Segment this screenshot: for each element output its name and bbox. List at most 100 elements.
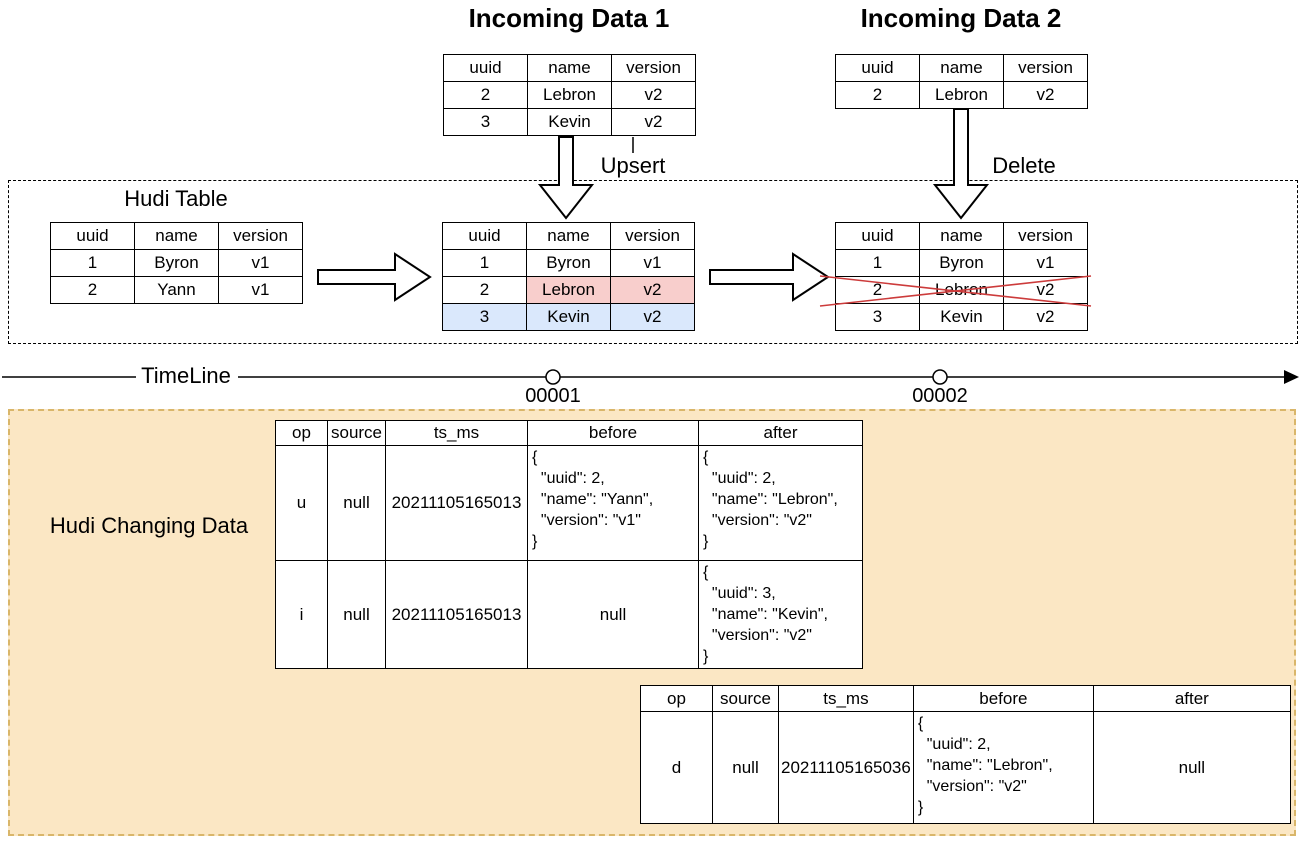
table-cell: { "uuid": 2, "name": "Lebron", "version"… <box>912 711 1094 824</box>
table-cell: Yann <box>134 276 219 304</box>
hudi-table-title: Hudi Table <box>124 186 228 211</box>
column-header: name <box>134 222 219 250</box>
table-cell: 20211105165013 <box>385 560 528 669</box>
table-cell: v2 <box>1003 303 1088 331</box>
hudi-changing-data-label: Hudi Changing Data <box>49 513 249 538</box>
table-cell: v2 <box>610 303 695 331</box>
column-header: source <box>327 420 386 446</box>
table-cell: 3 <box>442 303 527 331</box>
table-cell: 2 <box>50 276 135 304</box>
commit-1-marker <box>545 369 561 385</box>
column-header: after <box>698 420 863 446</box>
column-header: version <box>1003 54 1088 82</box>
table-cell: null <box>327 560 386 669</box>
column-header: before <box>912 685 1094 712</box>
table-cell: v1 <box>1003 249 1088 277</box>
table-cell: null <box>712 711 779 824</box>
table-cell: v2 <box>611 81 696 109</box>
column-header: before <box>527 420 699 446</box>
table-cell: Lebron <box>919 276 1004 304</box>
table-cell: Kevin <box>919 303 1004 331</box>
column-header: version <box>218 222 303 250</box>
commit-2-marker <box>932 369 948 385</box>
column-header: uuid <box>835 222 920 250</box>
table-cell: { "uuid": 2, "name": "Lebron", "version"… <box>698 445 863 561</box>
table-cell: Byron <box>526 249 611 277</box>
column-header: uuid <box>835 54 920 82</box>
table-cell: v2 <box>610 276 695 304</box>
column-header: after <box>1092 685 1291 712</box>
table-cell: Lebron <box>919 81 1004 109</box>
table-cell: null <box>327 445 386 561</box>
table-cell: Byron <box>134 249 219 277</box>
table-cell: v2 <box>1003 81 1088 109</box>
table-cell: Lebron <box>526 276 611 304</box>
timeline-label: TimeLine <box>141 363 231 388</box>
table-cell: { "uuid": 3, "name": "Kevin", "version":… <box>698 560 863 669</box>
table-cell: null <box>527 560 699 669</box>
table-cell: v1 <box>218 276 303 304</box>
table-cell: v1 <box>610 249 695 277</box>
table-cell: v1 <box>218 249 303 277</box>
table-cell: 2 <box>835 276 920 304</box>
column-header: ts_ms <box>778 685 914 712</box>
table-cell: v2 <box>611 108 696 136</box>
commit-2-label: 00002 <box>912 385 968 407</box>
table-cell: 1 <box>50 249 135 277</box>
upsert-label: Upsert <box>600 153 666 178</box>
table-cell: 20211105165013 <box>385 445 528 561</box>
incoming-data-2-title: Incoming Data 2 <box>860 3 1062 33</box>
table-cell: Kevin <box>527 108 612 136</box>
table-cell: u <box>275 445 328 561</box>
column-header: name <box>919 54 1004 82</box>
column-header: uuid <box>50 222 135 250</box>
column-header: version <box>1003 222 1088 250</box>
delete-label: Delete <box>992 153 1056 178</box>
table-cell: Lebron <box>527 81 612 109</box>
column-header: uuid <box>442 222 527 250</box>
table-cell: 3 <box>835 303 920 331</box>
table-cell: 2 <box>442 276 527 304</box>
table-cell: { "uuid": 2, "name": "Yann", "version": … <box>527 445 699 561</box>
column-header: version <box>610 222 695 250</box>
table-cell: 1 <box>442 249 527 277</box>
column-header: name <box>919 222 1004 250</box>
table-cell: d <box>640 711 713 824</box>
commit-1-label: 00001 <box>525 385 581 407</box>
column-header: name <box>526 222 611 250</box>
table-cell: 3 <box>443 108 528 136</box>
table-cell: i <box>275 560 328 669</box>
timeline-arrowhead-icon <box>1284 370 1299 384</box>
column-header: uuid <box>443 54 528 82</box>
column-header: op <box>275 420 328 446</box>
column-header: name <box>527 54 612 82</box>
table-cell: null <box>1092 711 1291 824</box>
table-cell: 2 <box>835 81 920 109</box>
column-header: version <box>611 54 696 82</box>
column-header: source <box>712 685 779 712</box>
column-header: op <box>640 685 713 712</box>
table-cell: 2 <box>443 81 528 109</box>
table-cell: 1 <box>835 249 920 277</box>
table-cell: Kevin <box>526 303 611 331</box>
